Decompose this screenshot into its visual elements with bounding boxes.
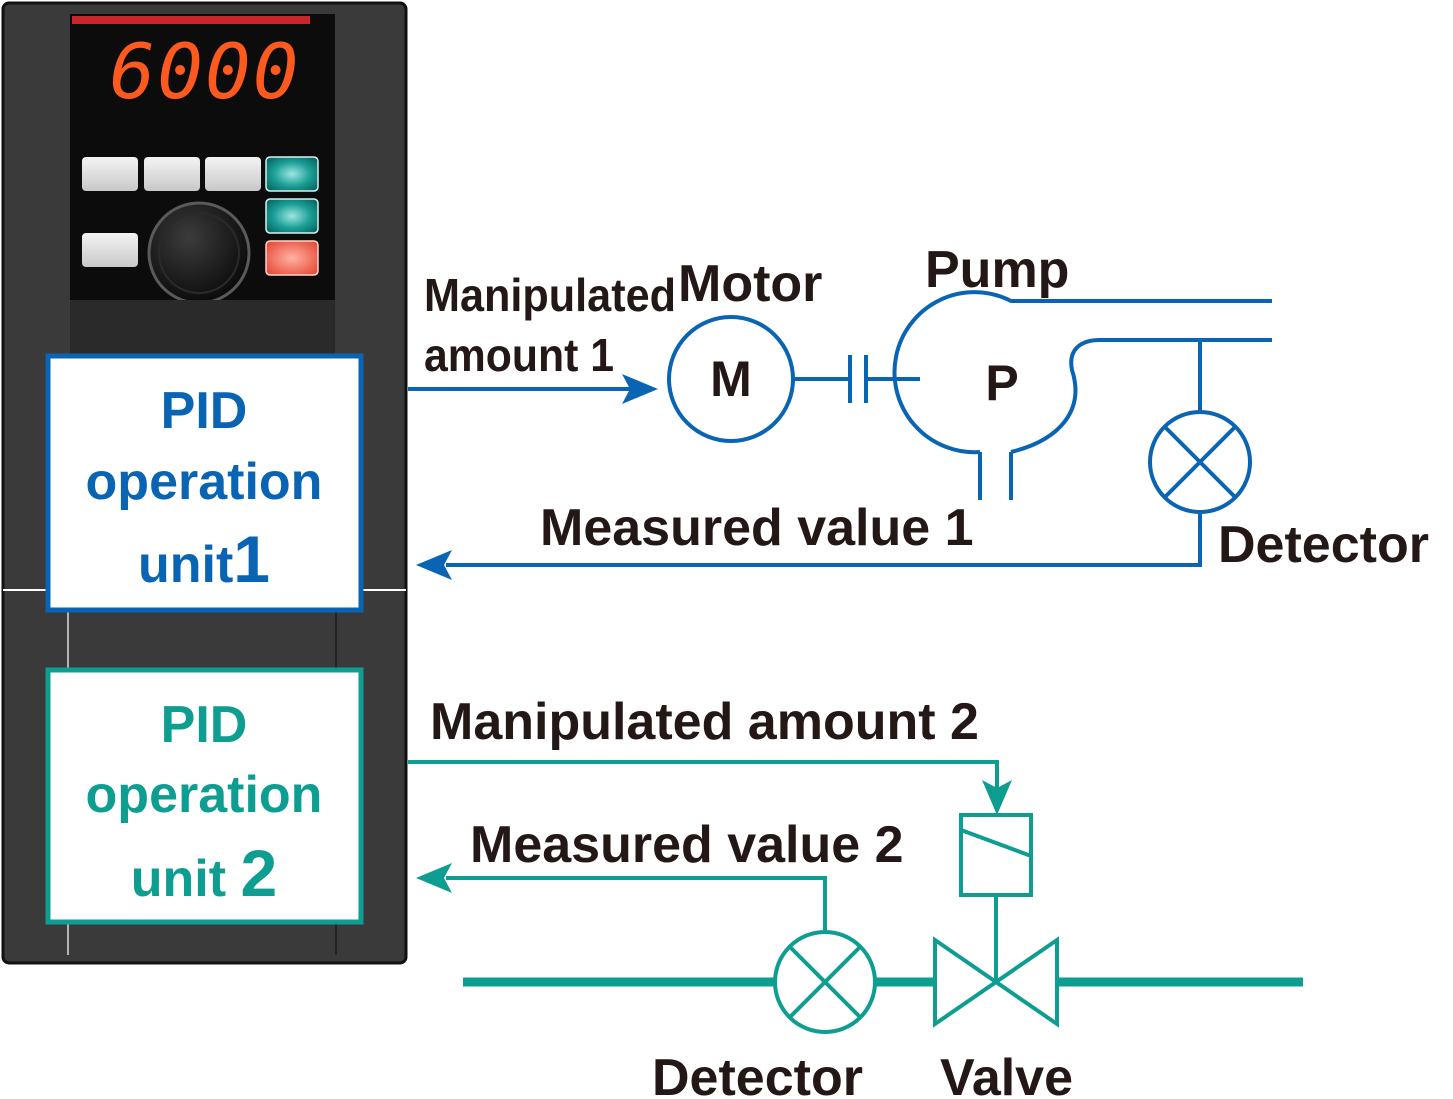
pid-unit-2-word: unit [131,850,241,908]
pid-unit-1-line3: unit1 [138,522,270,596]
detector-2-label: Detector [652,1049,863,1099]
detector-1-label: Detector [1218,516,1429,574]
measured-1-arrow-line [446,512,1202,567]
pid-unit-1-word: unit [138,536,233,594]
manipulated-amount-1-line2: amount 1 [424,329,614,381]
detector-1-cross-b [1163,425,1237,499]
pump-volute [1010,338,1272,454]
pid-unit-2: PID operation unit 2 [45,667,364,925]
loop-1 [408,290,1272,580]
pid-unit-2-box [45,667,364,925]
measured-2-arrowhead [416,863,452,893]
measured-1-arrowhead [416,550,452,580]
motor-letter: M [710,351,752,407]
measured-2-arrow-line [446,876,827,932]
pid-unit-2-number: 2 [241,836,278,910]
pid-unit-1-line2: operation [86,453,323,511]
valve-label: Valve [940,1049,1073,1099]
key-3[interactable] [205,157,261,191]
pid-unit-2-line2: operation [86,766,323,824]
setting-dial[interactable] [147,201,251,305]
stop-key[interactable] [265,240,319,276]
dial-highlight [158,212,240,294]
pump-label: Pump [925,241,1069,299]
inverter-band [70,300,335,360]
pid-unit-2-line3: unit 2 [131,836,277,910]
manipulated-1-arrowhead [622,374,658,404]
measured-value-2-label: Measured value 2 [470,816,904,874]
loop-2 [408,760,1303,1034]
key-2[interactable] [144,157,200,191]
pid-unit-1-box [45,353,364,613]
status-bar [72,16,310,24]
manipulated-amount-2-label: Manipulated amount 2 [430,693,979,751]
pump-symbol [892,290,1272,455]
pid-unit-1-number: 1 [233,522,270,596]
pid-unit-1-line1: PID [161,382,248,440]
manipulated-2-arrow-line [408,760,999,792]
pump-letter: P [985,355,1018,411]
detector-2-cross-b [788,945,862,1019]
measured-value-1-label: Measured value 1 [540,499,974,557]
key-1[interactable] [82,157,138,191]
key-4[interactable] [82,233,138,267]
valve-symbol [933,936,1059,1028]
motor-label: Motor [678,255,822,313]
display-readout: 6000 [109,27,300,116]
manipulated-amount-1-line1: Manipulated [424,269,676,321]
pid-unit-1: PID operation unit1 [45,353,364,613]
pid-unit-2-line1: PID [161,696,248,754]
valve-actuator [959,813,1033,897]
manipulated-2-arrowhead [982,780,1012,815]
run-key-2[interactable] [265,198,319,234]
actuator-coil [960,828,1032,858]
run-key-1[interactable] [265,156,319,192]
